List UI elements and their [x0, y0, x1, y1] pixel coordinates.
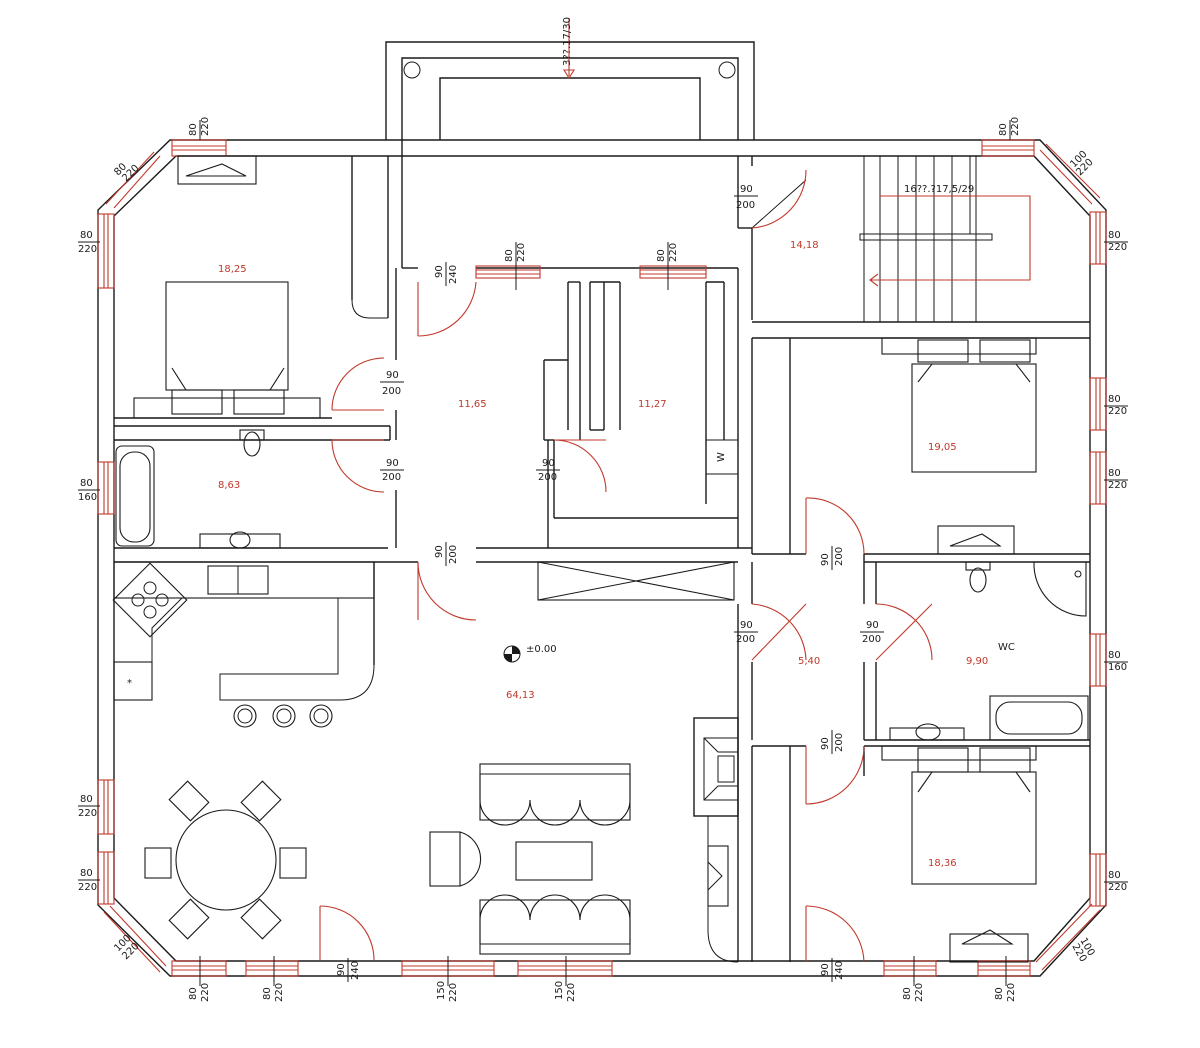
level-label: ±0.00 — [526, 644, 557, 655]
area-hall: 11,65 — [458, 399, 487, 410]
svg-text:90: 90 — [820, 553, 831, 566]
svg-text:80: 80 — [656, 249, 667, 262]
svg-text:220: 220 — [1108, 406, 1127, 417]
svg-text:90: 90 — [542, 458, 555, 469]
area-bath-right: 9,90 — [966, 656, 988, 667]
furniture: * — [112, 155, 1089, 963]
svg-text:200: 200 — [834, 547, 845, 566]
svg-text:80: 80 — [188, 987, 199, 1000]
svg-text:220: 220 — [1108, 882, 1127, 893]
area-bedroom-nw: 18,25 — [218, 264, 247, 275]
svg-text:90: 90 — [820, 737, 831, 750]
area-bath-left: 8,63 — [218, 480, 240, 491]
svg-text:80: 80 — [188, 123, 199, 136]
svg-text:*: * — [127, 678, 132, 689]
svg-text:240: 240 — [350, 961, 361, 980]
svg-text:80: 80 — [504, 249, 515, 262]
svg-text:90: 90 — [386, 370, 399, 381]
svg-text:90: 90 — [866, 620, 879, 631]
stair-label: 16??.?17,5/29 — [904, 184, 974, 195]
entry-stair-label: 3??.17/30 — [562, 17, 573, 66]
svg-text:90: 90 — [740, 184, 753, 195]
svg-text:80: 80 — [902, 987, 913, 1000]
svg-text:80: 80 — [80, 868, 93, 879]
door-labels-vertical: 90 240 90 200 90 200 90 200 90 240 90 24… — [336, 262, 845, 982]
svg-text:220: 220 — [448, 983, 459, 1002]
svg-text:80: 80 — [1108, 230, 1121, 241]
svg-text:80: 80 — [80, 230, 93, 241]
svg-text:80: 80 — [1108, 870, 1121, 881]
svg-text:220: 220 — [1010, 117, 1021, 136]
doors — [319, 169, 933, 963]
svg-text:240: 240 — [448, 265, 459, 284]
room-areas: 18,25 11,65 11,27 8,63 14,18 19,05 64,13… — [218, 240, 988, 869]
svg-text:220: 220 — [78, 882, 97, 893]
area-stair-room: 14,18 — [790, 240, 819, 251]
svg-text:200: 200 — [448, 545, 459, 564]
svg-text:200: 200 — [834, 733, 845, 752]
svg-text:90: 90 — [740, 620, 753, 631]
svg-text:220: 220 — [914, 983, 925, 1002]
misc-labels: ±0.00 WC 16??.?17,5/29 W 3??.17/30 — [526, 17, 1015, 655]
svg-text:90: 90 — [820, 963, 831, 976]
svg-text:220: 220 — [274, 983, 285, 1002]
svg-text:200: 200 — [382, 386, 401, 397]
svg-text:80: 80 — [998, 123, 1009, 136]
svg-text:80: 80 — [262, 987, 273, 1000]
svg-text:200: 200 — [862, 634, 881, 645]
staircase — [859, 155, 1031, 323]
svg-text:150: 150 — [436, 981, 447, 1000]
washer-label: W — [716, 452, 727, 462]
svg-text:80: 80 — [1108, 468, 1121, 479]
svg-text:220: 220 — [200, 117, 211, 136]
svg-text:200: 200 — [736, 200, 755, 211]
svg-text:200: 200 — [538, 472, 557, 483]
door-labels: 90 200 90 200 90 200 90 200 90 200 90 20… — [380, 184, 884, 645]
svg-text:220: 220 — [78, 808, 97, 819]
svg-text:220: 220 — [200, 983, 211, 1002]
svg-text:90: 90 — [336, 963, 347, 976]
svg-text:80: 80 — [1108, 394, 1121, 405]
svg-text:90: 90 — [434, 545, 445, 558]
svg-text:90: 90 — [386, 458, 399, 469]
svg-text:220: 220 — [1108, 242, 1127, 253]
svg-text:220: 220 — [1006, 983, 1017, 1002]
wc-label: WC — [998, 642, 1015, 653]
svg-text:200: 200 — [736, 634, 755, 645]
area-living: 64,13 — [506, 690, 535, 701]
svg-text:220: 220 — [1108, 480, 1127, 491]
svg-text:80: 80 — [1108, 650, 1121, 661]
outer-walls — [97, 41, 1107, 977]
svg-text:90: 90 — [434, 265, 445, 278]
svg-text:240: 240 — [834, 961, 845, 980]
svg-text:160: 160 — [78, 492, 97, 503]
svg-text:220: 220 — [566, 983, 577, 1002]
interior-walls — [114, 140, 1090, 963]
svg-text:80: 80 — [80, 794, 93, 805]
area-bedroom-ne: 19,05 — [928, 442, 957, 453]
window-labels: 80 220 80 220 80 220 80 220 80 220 100 2… — [78, 117, 1128, 1002]
area-corridor: 5,40 — [798, 656, 820, 667]
svg-text:150: 150 — [554, 981, 565, 1000]
svg-text:220: 220 — [668, 243, 679, 262]
windows — [97, 139, 1107, 977]
area-bedroom-se: 18,36 — [928, 858, 957, 869]
svg-text:80: 80 — [80, 478, 93, 489]
svg-text:220: 220 — [516, 243, 527, 262]
svg-text:160: 160 — [1108, 662, 1127, 673]
svg-text:220: 220 — [78, 244, 97, 255]
area-closet: 11,27 — [638, 399, 667, 410]
svg-text:200: 200 — [382, 472, 401, 483]
svg-text:80: 80 — [994, 987, 1005, 1000]
